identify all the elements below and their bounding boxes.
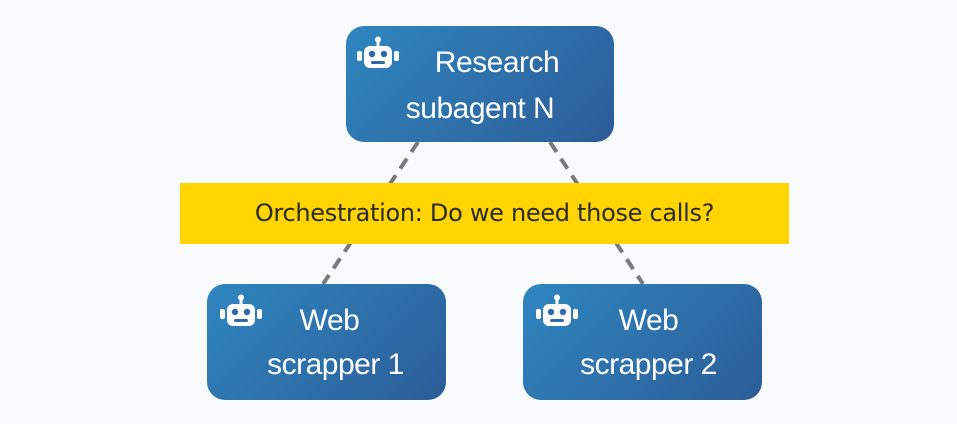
robot-icon [220,294,262,326]
robot-icon [357,36,399,68]
node-title-line-1: Web [618,304,679,337]
orchestration-callout: Orchestration: Do we need those calls? [180,183,789,244]
node-title-line-1: Web [299,304,360,337]
research-subagent-node: Research subagent N [346,26,614,142]
robot-icon [536,294,578,326]
node-title-line-2: scrapper 2 [580,348,717,381]
web-scrapper-2-node: Web scrapper 2 [523,284,762,400]
web-scrapper-1-node: Web scrapper 1 [207,284,446,400]
node-title-line-2: subagent N [405,92,555,125]
node-title-line-1: Research [434,46,560,79]
node-title-line-2: scrapper 1 [267,348,404,381]
